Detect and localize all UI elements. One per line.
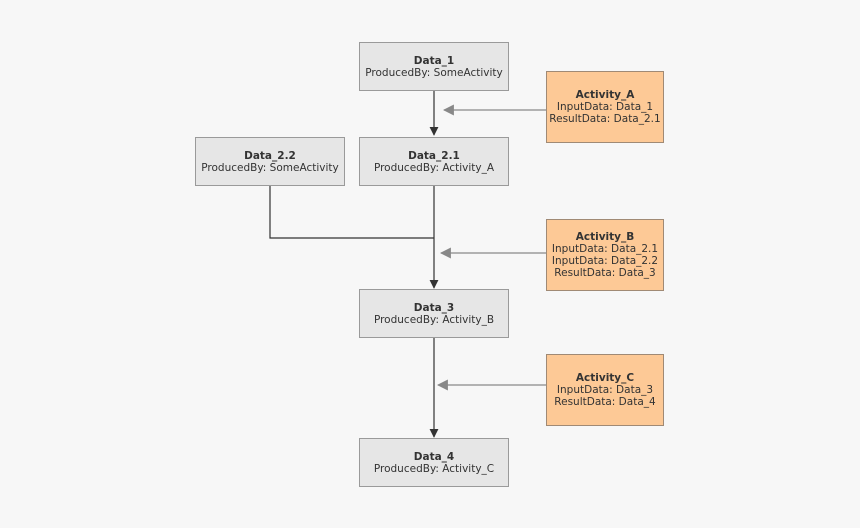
node-title: Data_4: [413, 450, 455, 463]
node-title: Activity_B: [575, 231, 635, 243]
node-title: Data_1: [413, 54, 455, 67]
node-data-1[interactable]: Data_1 ProducedBy: SomeActivity: [359, 42, 509, 91]
node-activity-a[interactable]: Activity_A InputData: Data_1 ResultData:…: [546, 71, 664, 143]
node-line: InputData: Data_2.2: [551, 255, 659, 267]
node-data-3[interactable]: Data_3 ProducedBy: Activity_B: [359, 289, 509, 338]
node-title: Data_2.1: [408, 149, 460, 162]
node-line: ProducedBy: Activity_A: [373, 161, 495, 174]
node-activity-b[interactable]: Activity_B InputData: Data_2.1 InputData…: [546, 219, 664, 291]
node-title: Activity_A: [575, 89, 635, 101]
node-line: InputData: Data_2.1: [551, 243, 659, 255]
node-line: ResultData: Data_3: [554, 267, 656, 279]
node-line: ProducedBy: Activity_C: [373, 462, 495, 475]
node-activity-c[interactable]: Activity_C InputData: Data_3 ResultData:…: [546, 354, 664, 426]
node-line: InputData: Data_1: [556, 101, 654, 113]
node-data-2-1[interactable]: Data_2.1 ProducedBy: Activity_A: [359, 137, 509, 186]
node-line: InputData: Data_3: [556, 384, 654, 396]
node-data-4[interactable]: Data_4 ProducedBy: Activity_C: [359, 438, 509, 487]
node-line: ProducedBy: SomeActivity: [365, 66, 503, 79]
node-line: ProducedBy: SomeActivity: [201, 161, 339, 174]
node-line: ResultData: Data_2.1: [549, 113, 661, 125]
node-line: ProducedBy: Activity_B: [373, 313, 495, 326]
node-title: Data_2.2: [244, 149, 296, 162]
edge-data2-2-join: [269, 186, 434, 239]
node-data-2-2[interactable]: Data_2.2 ProducedBy: SomeActivity: [195, 137, 345, 186]
node-title: Activity_C: [575, 372, 635, 384]
node-title: Data_3: [413, 301, 455, 314]
node-line: ResultData: Data_4: [554, 396, 656, 408]
